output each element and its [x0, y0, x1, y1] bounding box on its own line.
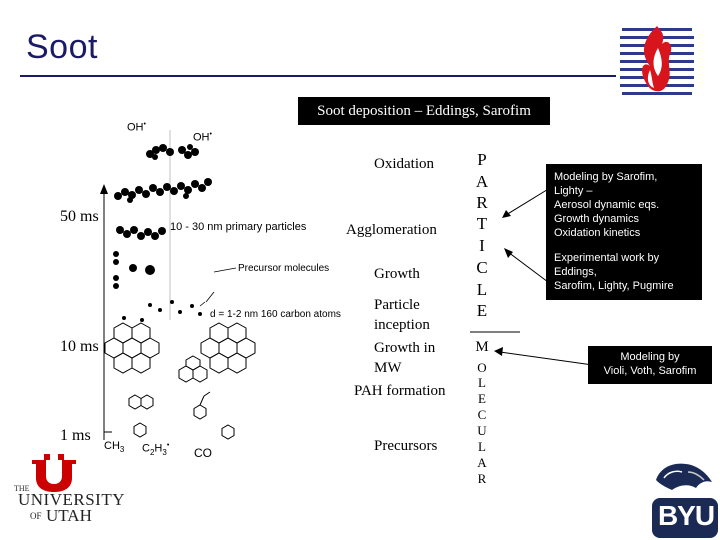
oh-label-1: OH• [127, 121, 146, 134]
stage-agglomeration: Agglomeration [346, 222, 437, 238]
stage-growth-mw-1: Growth in [374, 340, 436, 356]
byu-wordmark: BYU [657, 500, 715, 531]
stage-growth: Growth [374, 266, 420, 282]
time-label-1ms: 1 ms [60, 427, 91, 444]
particle-letter: E [476, 301, 488, 320]
utah-utah: UTAH [46, 506, 92, 525]
stage-oxidation: Oxidation [374, 156, 434, 172]
molecular-letter: R [477, 471, 487, 486]
primary-particles-label: 10 - 30 nm primary particles [170, 221, 307, 233]
molecular-letter: A [477, 455, 487, 470]
oh-label-2: OH• [193, 131, 212, 144]
molecular-letter: C [477, 407, 487, 422]
stage-particle-inception-1: Particle [374, 297, 420, 313]
particle-letter: A [475, 172, 489, 191]
particle-letter: I [479, 236, 485, 255]
precursor-molecules-label: Precursor molecules [238, 263, 330, 274]
particle-letter: P [477, 150, 487, 169]
co-label: CO [194, 446, 212, 460]
particle-letter: R [476, 193, 488, 212]
ch3-label: CH3 [104, 440, 125, 455]
particle-letter: C [476, 258, 488, 277]
utah-university: UNIVERSITY [18, 490, 125, 509]
utah-of: OF [30, 511, 42, 521]
utah-the: THE [14, 484, 30, 493]
stage-pah-formation: PAH formation [354, 383, 446, 399]
molecular-letter: E [478, 391, 486, 406]
molecular-letter: U [477, 423, 487, 438]
time-label-10ms: 10 ms [60, 338, 99, 355]
c2h3-label: C2H3• [142, 442, 170, 457]
slide-title: Soot [26, 28, 98, 66]
stage-particle-inception-2: inception [374, 317, 430, 333]
molecular-letter: M [475, 339, 489, 355]
carbon-atoms-label: d = 1-2 nm 160 carbon atoms [210, 309, 341, 320]
stage-growth-mw-2: MW [374, 360, 402, 376]
molecular-modeling-note: Modeling by Violi, Voth, Sarofim [588, 346, 712, 384]
title-underline [20, 75, 616, 77]
particle-modeling-note: Modeling by Sarofim, Lighty – Aerosol dy… [546, 164, 702, 300]
subtitle-banner: Soot deposition – Eddings, Sarofim [298, 97, 550, 125]
molecular-letter: O [477, 360, 487, 375]
stage-precursors: Precursors [374, 438, 438, 454]
time-label-50ms: 50 ms [60, 208, 99, 225]
particle-letter: L [476, 280, 488, 299]
molecular-letter: L [478, 375, 486, 390]
particle-letter: T [476, 214, 488, 233]
molecular-letter: L [478, 439, 486, 454]
